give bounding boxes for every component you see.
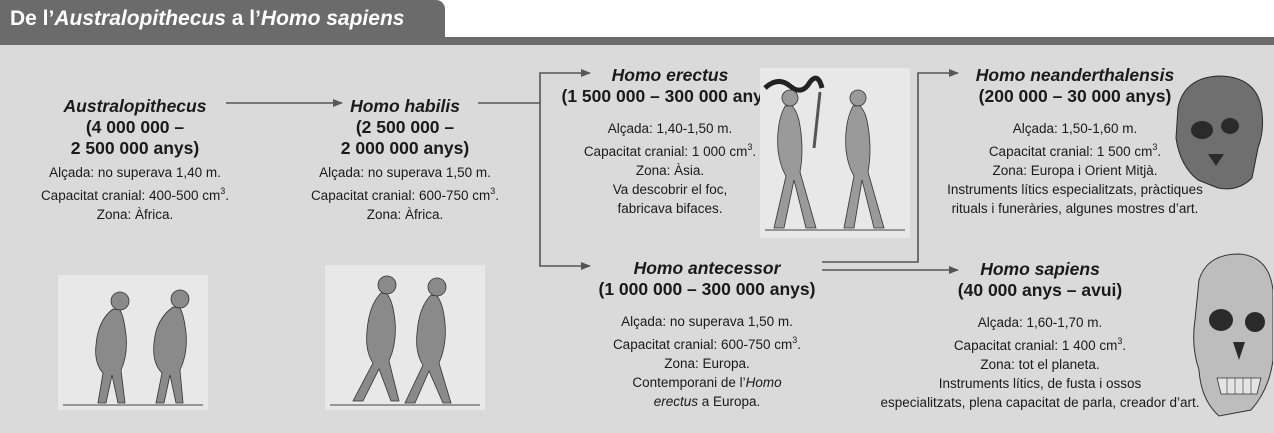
species-info: Alçada: 1,40-1,50 m. Capacitat cranial: … <box>583 121 757 216</box>
antecessor-block: Homo antecessor (1 000 000 – 300 000 any… <box>592 258 822 411</box>
species-dates: (1 000 000 – 300 000 anys) <box>598 279 816 299</box>
species-name: Homo neanderthalensis <box>975 65 1175 85</box>
species-dates: (2 500 000 –2 000 000 anys) <box>340 117 470 158</box>
species-dates: (4 000 000 –2 500 000 anys) <box>70 117 200 158</box>
species-name: Australopithecus <box>63 96 207 116</box>
species-info: Alçada: no superava 1,50 m. Capacitat cr… <box>612 314 802 409</box>
species-info: Alçada: no superava 1,50 m. Capacitat cr… <box>310 165 500 222</box>
sapiens-skull-illustration <box>1193 253 1273 417</box>
australopithecus-block: Australopithecus (4 000 000 –2 500 000 a… <box>14 96 256 224</box>
species-dates: (1 500 000 – 300 000 anys) <box>561 86 779 106</box>
species-name: Homo habilis <box>350 96 460 116</box>
erectus-block: Homo erectus (1 500 000 – 300 000 anys) … <box>550 65 790 218</box>
species-info: Alçada: no superava 1,40 m. Capacitat cr… <box>40 165 230 222</box>
species-name: Homo antecessor <box>633 258 781 278</box>
species-info: Alçada: 1,50-1,60 m. Capacitat cranial: … <box>947 121 1203 216</box>
sapiens-block: Homo sapiens (40 000 anys – avui) Alçada… <box>870 259 1210 412</box>
neanderthal-skull-illustration <box>1175 75 1264 190</box>
header-rule <box>0 37 1274 45</box>
diagram-title: De l’Australopithecus a l’Homo sapiens <box>10 7 405 30</box>
habilis-figures-illustration <box>325 265 485 410</box>
arrow-to-antecessor <box>539 103 591 270</box>
habilis-block: Homo habilis (2 500 000 –2 000 000 anys)… <box>290 96 520 224</box>
species-dates: (200 000 – 30 000 anys) <box>978 86 1172 106</box>
species-info: Alçada: 1,60-1,70 m. Capacitat cranial: … <box>880 315 1200 410</box>
arrow-to-erectus <box>539 69 591 103</box>
title-tab: De l’Australopithecus a l’Homo sapiens <box>0 0 445 37</box>
arrow-antecessor-to-neanderthalensis <box>822 69 959 263</box>
content-panel <box>0 45 1274 433</box>
species-name: Homo sapiens <box>980 259 1100 279</box>
erectus-figures-illustration <box>760 68 910 238</box>
species-dates: (40 000 anys – avui) <box>957 280 1123 300</box>
australopithecus-figures-illustration <box>58 275 208 410</box>
species-name: Homo erectus <box>611 65 729 85</box>
neanderthalensis-block: Homo neanderthalensis (200 000 – 30 000 … <box>935 65 1215 218</box>
